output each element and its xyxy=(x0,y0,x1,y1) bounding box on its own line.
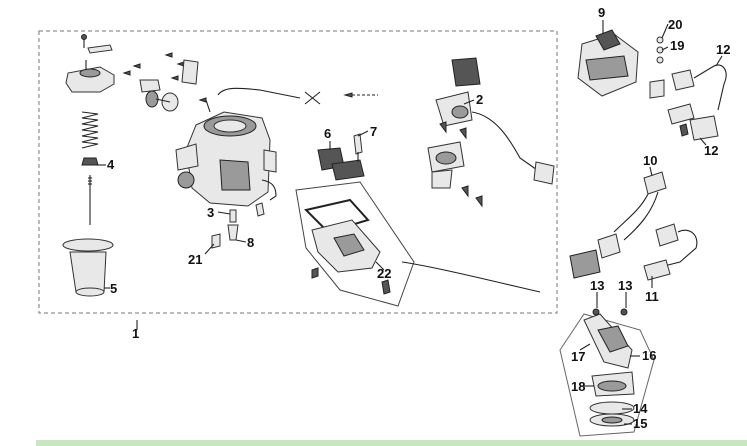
callout-4: 4 xyxy=(107,157,115,172)
callout-labels: 1 2 3 4 5 6 7 8 9 10 11 12 12 13 13 14 1… xyxy=(107,5,730,431)
callout-5: 5 xyxy=(110,281,117,296)
footer-stripe xyxy=(36,440,747,446)
leader-lines xyxy=(96,20,723,425)
callout-20: 20 xyxy=(668,17,682,32)
sensor-10 xyxy=(569,171,667,279)
choke-solenoid xyxy=(427,57,555,208)
callout-12-bottom: 12 xyxy=(704,143,718,158)
callout-16: 16 xyxy=(642,348,656,363)
cdi-unit xyxy=(577,29,639,97)
callout-15: 15 xyxy=(633,416,647,431)
carburetor-assembly-frame xyxy=(38,30,558,314)
carburetor-body xyxy=(175,111,277,207)
callout-21: 21 xyxy=(188,252,202,267)
callout-12-top: 12 xyxy=(716,42,730,57)
callout-6: 6 xyxy=(324,126,331,141)
callout-17: 17 xyxy=(571,349,585,364)
callout-19: 19 xyxy=(670,38,684,53)
intake-manifold-group xyxy=(559,308,655,437)
connector-group-12 xyxy=(649,36,727,141)
callout-3: 3 xyxy=(207,205,214,220)
callout-9: 9 xyxy=(598,5,605,20)
callout-2: 2 xyxy=(476,92,483,107)
jets-screws xyxy=(211,202,265,249)
float-parts xyxy=(317,133,365,181)
callout-13-right: 13 xyxy=(618,278,632,293)
callout-10: 10 xyxy=(643,153,657,168)
callout-1: 1 xyxy=(132,326,139,341)
callout-11: 11 xyxy=(645,289,659,304)
callout-13-left: 13 xyxy=(590,278,604,293)
callout-18: 18 xyxy=(571,379,585,394)
sensor-11 xyxy=(643,223,698,281)
callout-22: 22 xyxy=(377,266,391,281)
diaphragm-group xyxy=(62,34,115,297)
callout-7: 7 xyxy=(370,124,377,139)
small-screws xyxy=(122,52,378,113)
callout-8: 8 xyxy=(247,235,254,250)
float-bowl-group xyxy=(295,181,541,307)
callout-14: 14 xyxy=(633,401,648,416)
